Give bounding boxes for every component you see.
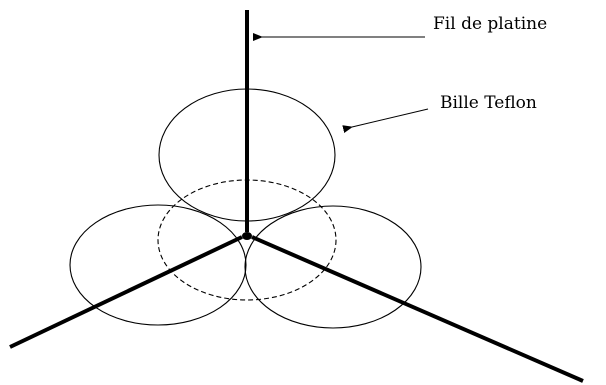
- right-bead-circle: [244, 205, 422, 329]
- right-wire: [251, 235, 584, 383]
- bead-arrow: [342, 108, 429, 133]
- junction-dot: [242, 232, 252, 240]
- left-wire: [9, 235, 243, 349]
- wire-label: Fil de platine: [433, 14, 547, 34]
- left-bead-circle: [69, 204, 247, 326]
- bead-label: Bille Teflon: [440, 93, 537, 113]
